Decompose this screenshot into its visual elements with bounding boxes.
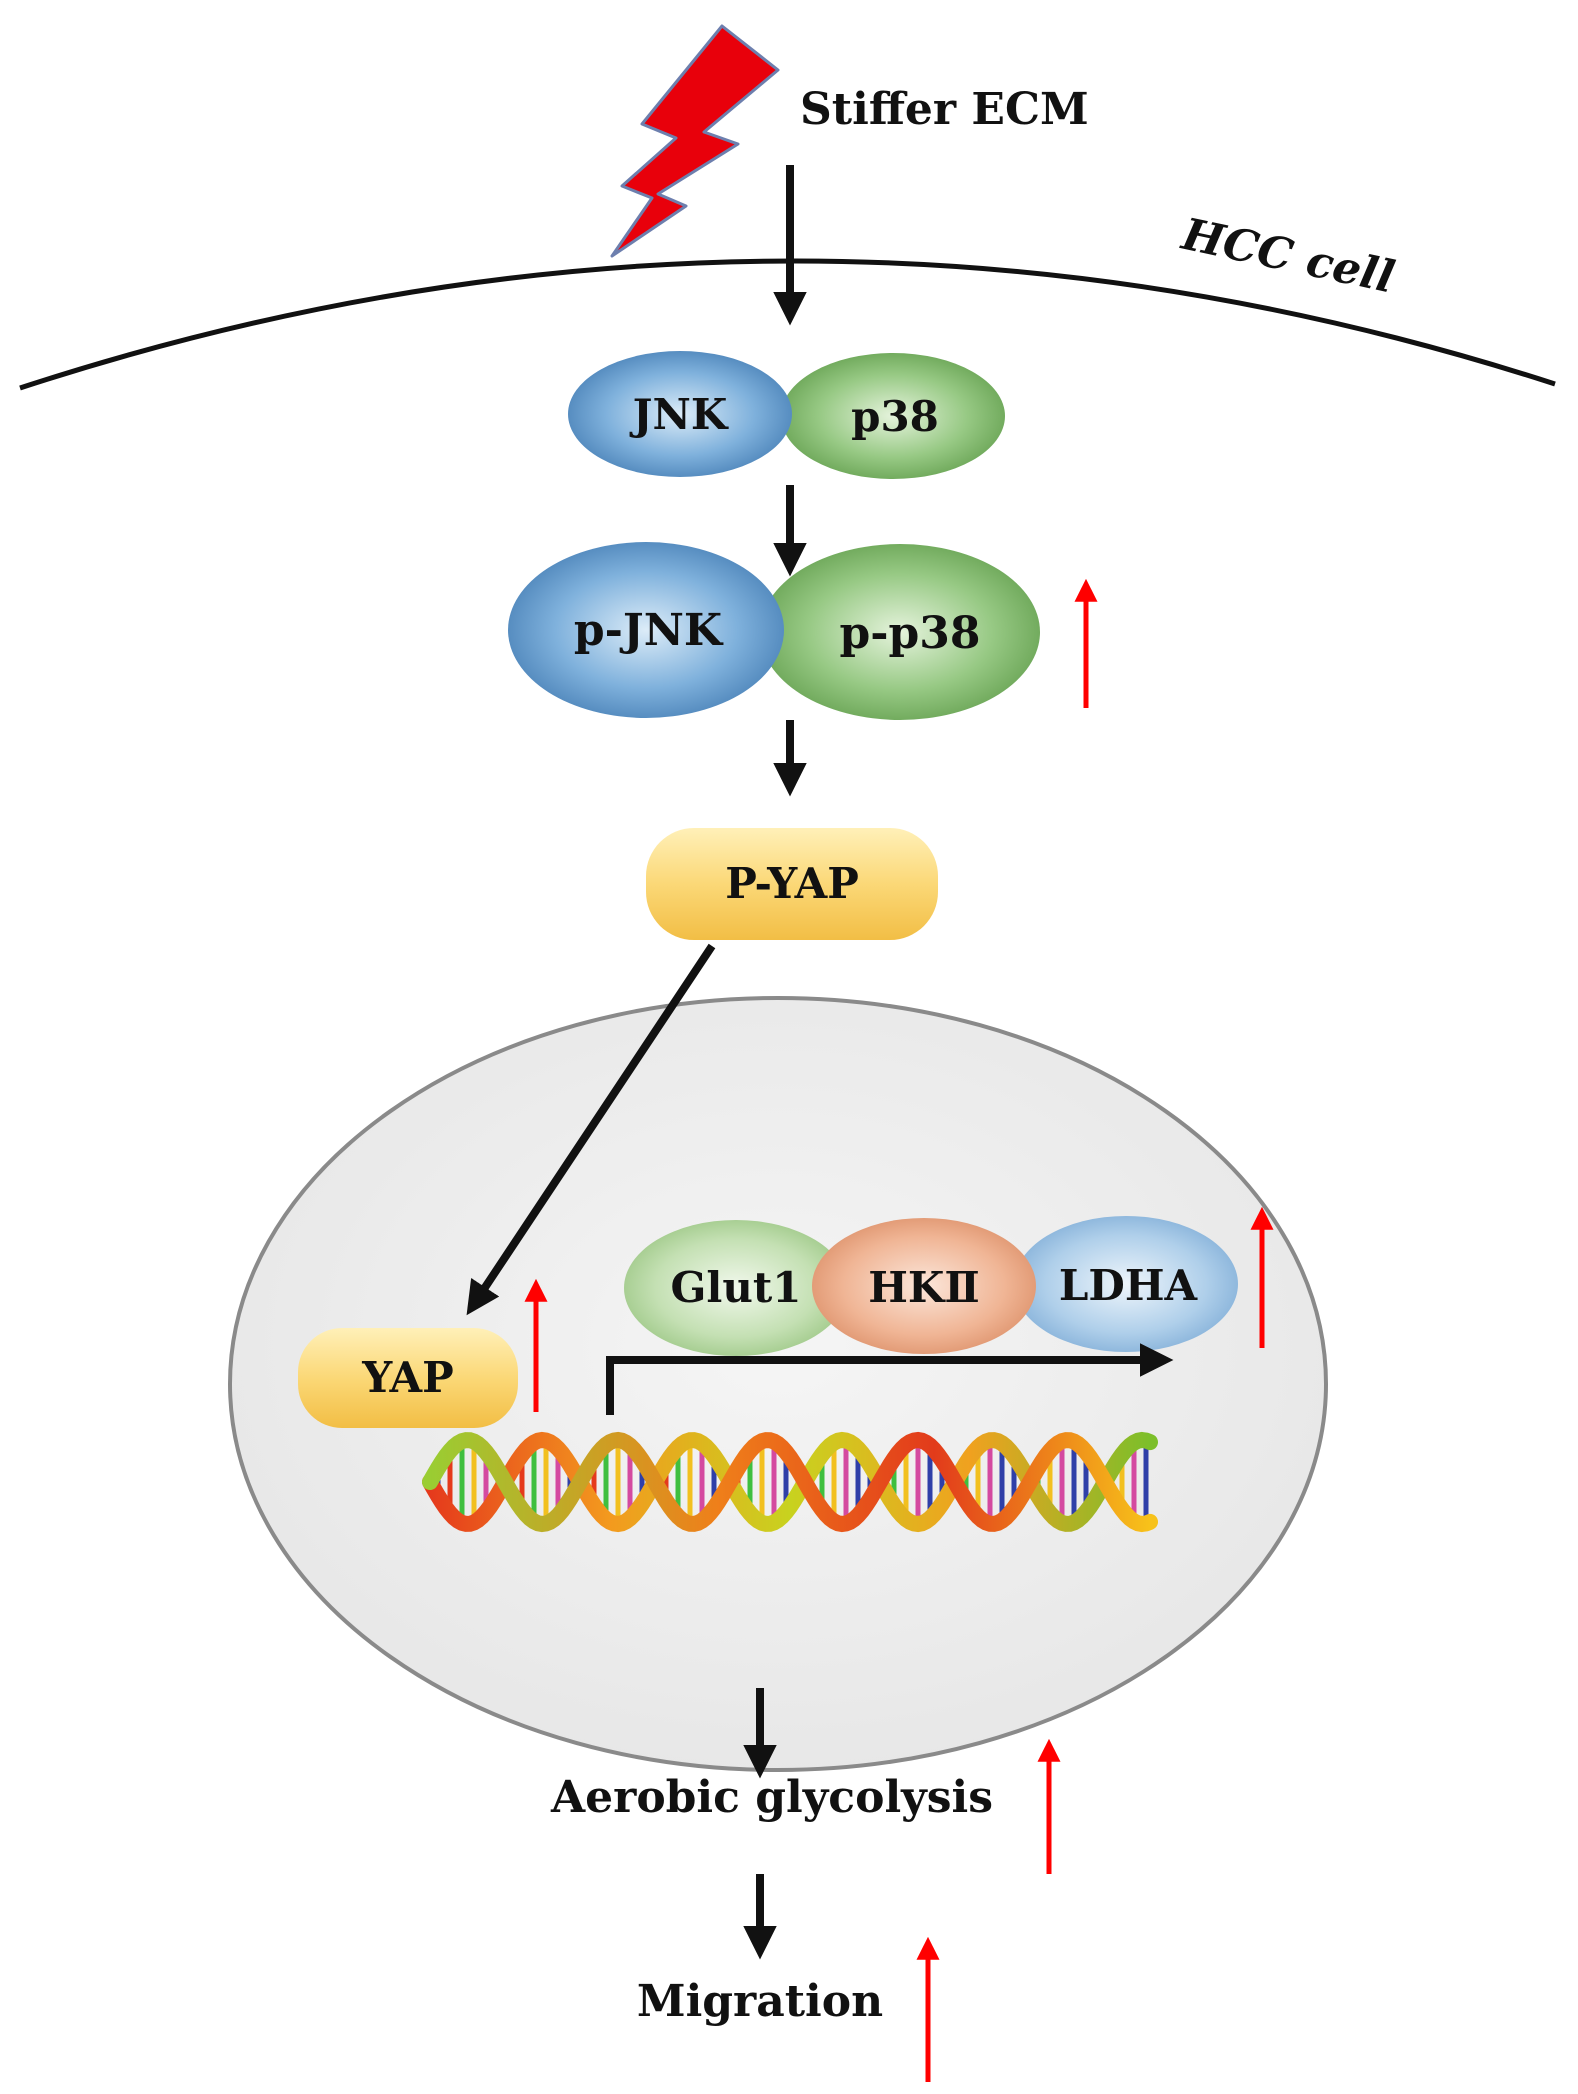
dna-helix-icon bbox=[422, 1431, 1158, 1533]
stimulus-label: Stiffer ECM bbox=[800, 84, 1089, 135]
ldha-node bbox=[1014, 1216, 1238, 1352]
cell-label: HCC cell bbox=[1176, 208, 1399, 303]
hk2-node bbox=[812, 1218, 1036, 1354]
p38-label: p38 bbox=[851, 392, 939, 441]
pjnk-node bbox=[508, 542, 784, 718]
p38-node bbox=[781, 353, 1005, 479]
jnk-label: JNK bbox=[629, 390, 729, 439]
pyap-label: P-YAP bbox=[725, 859, 859, 908]
jnk-node bbox=[568, 351, 792, 477]
arrow-pyap-to-yap bbox=[466, 943, 716, 1316]
glut1-label: Glut1 bbox=[671, 1263, 802, 1312]
glut1-node bbox=[624, 1220, 848, 1356]
outcome-migration-label: Migration bbox=[637, 1976, 883, 2027]
hk2-label: HKⅡ bbox=[868, 1263, 980, 1312]
outcome-glycolysis-label: Aerobic glycolysis bbox=[550, 1772, 993, 1823]
yap-label: YAP bbox=[361, 1353, 453, 1402]
pyap-node bbox=[646, 828, 938, 940]
pp38-label: p-p38 bbox=[839, 608, 980, 659]
yap-node bbox=[298, 1328, 518, 1428]
pp38-node bbox=[760, 544, 1040, 720]
ldha-label: LDHA bbox=[1059, 1261, 1199, 1310]
lightning-icon bbox=[610, 24, 780, 258]
transcription-arrow bbox=[606, 1343, 1174, 1415]
pjnk-label: p-JNK bbox=[574, 605, 724, 656]
nucleus bbox=[228, 996, 1328, 1772]
